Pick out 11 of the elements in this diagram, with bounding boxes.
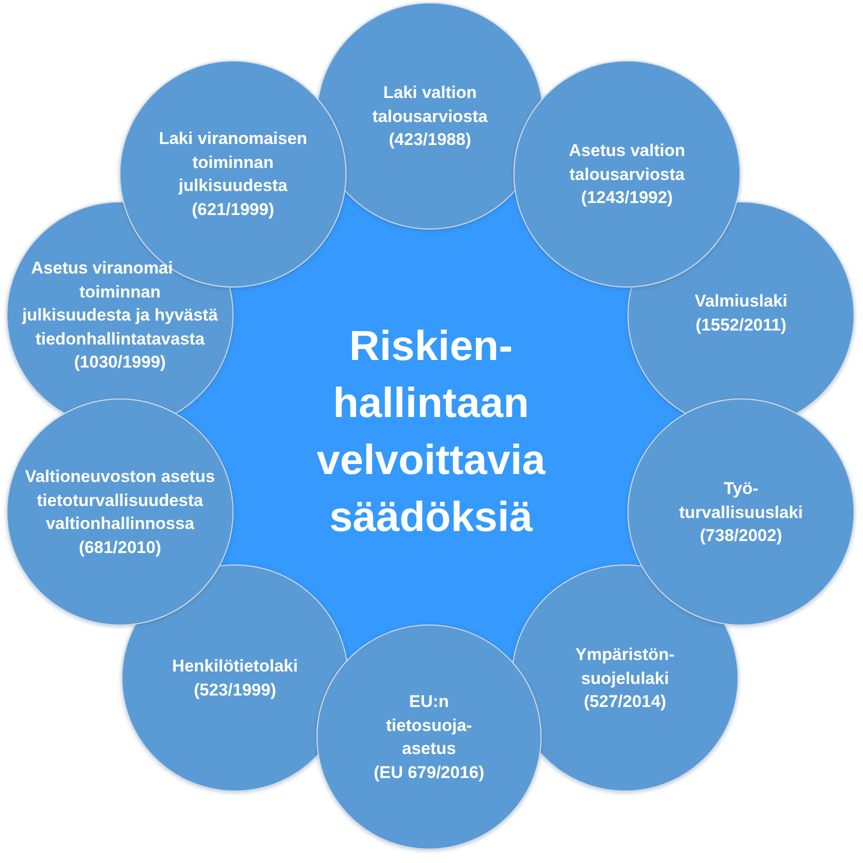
regulation-label: Laki valtion talousarviosta (423/1988) bbox=[372, 82, 488, 151]
regulation-label: EU:n tietosuoja- asetus (EU 679/2016) bbox=[374, 691, 484, 784]
regulation-label: Henkilötietolaki (523/1999) bbox=[172, 656, 298, 701]
regulation-label: Työ- turvallisuuslaki (738/2002) bbox=[679, 478, 803, 547]
regulation-label: Ympäristön- suojelulaki (527/2014) bbox=[575, 644, 675, 713]
regulation-label: Asetus viranomai toiminnan julkisuudesta ja hyvästä tiedonhallintatavasta (1030/1999) bbox=[22, 257, 218, 374]
regulation-label: Valmiuslaki (1552/2011) bbox=[694, 290, 788, 336]
regulation-label: Laki viranomaisen toiminnan julkisuudesta (621/1999) bbox=[158, 128, 308, 220]
regulation-label: Valtioneuvoston asetus tietoturvallisuudesta valtionhallinnossa (681/2010) bbox=[25, 466, 215, 558]
regulation-label: Asetus valtion talousarviosta (1243/1992) bbox=[568, 140, 686, 209]
topic-title: Riskien- hallintaan velvoittavia säädöksiä bbox=[316, 321, 546, 542]
